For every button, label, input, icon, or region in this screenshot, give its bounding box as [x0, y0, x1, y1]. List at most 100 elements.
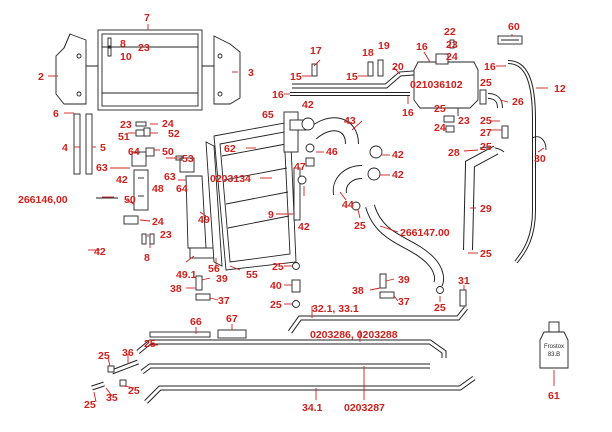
callout-67: 67 [226, 313, 238, 325]
callout-25m: 25 [84, 399, 96, 411]
callout-24c: 24 [446, 51, 458, 63]
callout-27: 27 [480, 127, 492, 139]
callout-64: 64 [128, 146, 140, 158]
callout-266147: 266147.00 [400, 227, 450, 239]
callout-25c: 25 [434, 103, 446, 115]
pipe-0203286 [136, 339, 447, 358]
callout-42d: 42 [392, 149, 404, 161]
coolant-bottle: Frostox 83.B [539, 321, 569, 369]
callout-4: 4 [62, 142, 68, 154]
bracket-set [135, 121, 151, 137]
callout-42: 42 [116, 174, 128, 186]
callout-23b: 23 [120, 119, 132, 131]
callout-5: 5 [100, 142, 106, 154]
callout-25h: 25 [270, 299, 282, 311]
callout-22: 22 [444, 26, 456, 38]
callout-50: 50 [162, 146, 174, 158]
callout-29: 29 [480, 203, 492, 215]
callout-0203286: 0203286, 0203288 [310, 329, 398, 341]
bottle-label-line2: 83.B [548, 352, 560, 358]
callout-23: 23 [138, 42, 150, 54]
rubber-strips [73, 113, 93, 175]
callout-42c: 42 [302, 99, 314, 111]
pipe-30 [531, 136, 547, 151]
callout-36: 36 [122, 347, 134, 359]
expansion-tank [413, 39, 479, 116]
callout-32: 32.1, 33.1 [312, 303, 359, 315]
callout-16a: 16 [272, 89, 284, 101]
callout-48: 48 [152, 183, 164, 195]
callout-23e: 23 [458, 115, 470, 127]
callout-26: 26 [512, 96, 524, 108]
callout-52: 52 [168, 128, 180, 140]
screw-set-top [107, 37, 112, 57]
callout-8: 8 [120, 38, 126, 50]
callout-0203134: 0203134 [210, 173, 251, 185]
callout-62: 62 [224, 143, 236, 155]
callout-46: 46 [326, 146, 338, 158]
callout-25e: 25 [480, 141, 492, 153]
callout-16b: 16 [402, 107, 414, 119]
callout-49: 49 [198, 214, 210, 226]
callout-25f: 25 [480, 248, 492, 260]
callout-56: 56 [208, 263, 220, 275]
callout-34-1: 34.1 [302, 402, 323, 414]
callout-15a: 15 [290, 71, 302, 83]
callout-49-1: 49.1 [176, 269, 197, 281]
callout-55: 55 [246, 269, 258, 281]
mount-bracket-right [175, 155, 217, 259]
hose-clamps [297, 117, 383, 211]
bottle-label-line1: Frostox [544, 344, 564, 350]
callout-6: 6 [53, 108, 59, 120]
callout-25k: 25 [98, 350, 110, 362]
callout-39b: 39 [398, 274, 410, 286]
callout-43: 43 [344, 115, 356, 127]
callout-3: 3 [248, 67, 254, 79]
callout-25j: 25 [144, 338, 156, 350]
left-shroud [55, 33, 87, 105]
pipe-32 [287, 306, 468, 334]
gasket-62 [205, 141, 223, 267]
callout-19: 19 [378, 40, 390, 52]
callout-24b: 24 [152, 216, 164, 228]
callout-37b: 37 [398, 296, 410, 308]
callout-25i: 25 [434, 302, 446, 314]
callout-63: 63 [96, 162, 108, 174]
callout-65: 65 [262, 109, 274, 121]
callout-50b: 50 [124, 194, 136, 206]
callout-12: 12 [554, 83, 566, 95]
callout-24d: 24 [434, 122, 446, 134]
callout-61: 61 [548, 390, 560, 402]
callout-24: 24 [162, 118, 174, 130]
fittings-lower-left [123, 215, 155, 245]
callout-25g: 25 [272, 261, 284, 273]
overflow-pipe-12 [507, 60, 536, 264]
callout-021036102: 021036102 [410, 79, 463, 91]
radiator-core [213, 111, 307, 271]
callout-15b: 15 [346, 71, 358, 83]
callout-63b: 63 [164, 171, 176, 183]
callout-16d: 16 [484, 61, 496, 73]
pipe-20 [292, 69, 427, 89]
radiator-frame [80, 29, 220, 111]
callout-60: 60 [508, 21, 520, 33]
callout-23c: 23 [160, 229, 172, 241]
mount-bracket-left [131, 147, 155, 211]
callout-18: 18 [362, 47, 374, 59]
callout-9: 9 [268, 209, 274, 221]
callout-38b: 38 [352, 285, 364, 297]
callout-16c: 16 [416, 41, 428, 53]
callout-0203287: 0203287 [344, 402, 385, 414]
callout-47: 47 [294, 161, 306, 173]
callout-25a: 25 [354, 220, 366, 232]
callout-7: 7 [144, 12, 150, 24]
leader-lines [48, 24, 555, 403]
side-strip-9 [293, 167, 301, 221]
callout-30: 30 [534, 153, 546, 165]
right-shroud [213, 35, 241, 105]
callout-25d: 25 [480, 115, 492, 127]
callout-20: 20 [392, 61, 404, 73]
hose-43 [307, 117, 359, 145]
